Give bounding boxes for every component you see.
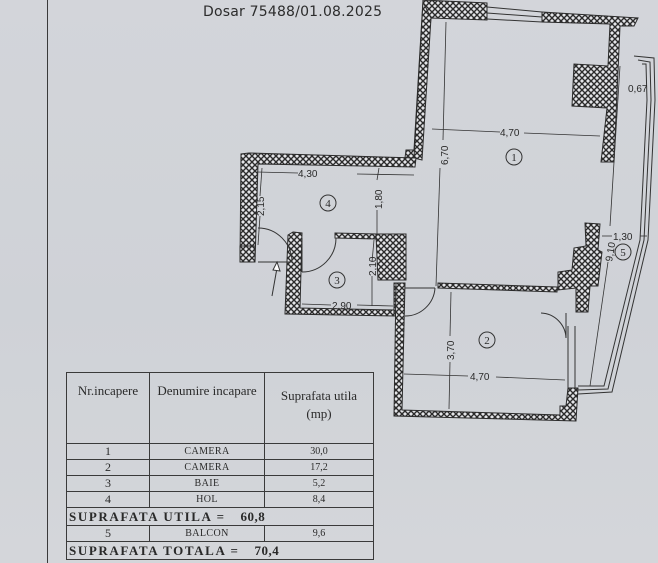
area-table: Nr.incapere Denumire incapare Suprafata …	[66, 372, 374, 560]
total-area-value: 70,4	[254, 543, 280, 558]
paper-edge	[47, 0, 48, 563]
room-3-marker: 3	[328, 271, 346, 289]
dossier-number: Dosar 75488/01.08.2025	[203, 4, 383, 20]
table-header-row: Nr.incapere Denumire incapare Suprafata …	[66, 372, 374, 444]
room1-walls	[404, 0, 639, 163]
dim-room4-length: 1,80	[374, 189, 385, 209]
table-row: 3 BAIE 5,2	[66, 475, 374, 492]
doors	[257, 227, 567, 339]
col-header-area: Suprafata utila (mp)	[264, 372, 374, 444]
table-row: 4 HOL 8,4	[66, 491, 374, 508]
dim-room3-length: 2,10	[368, 256, 379, 276]
dim-room3-width: 2,90	[332, 301, 352, 312]
entry-arrow-icon	[271, 260, 281, 297]
dim-room2-width: 4,70	[470, 372, 490, 383]
room4-walls	[239, 152, 417, 263]
dimension-lines	[256, 21, 647, 410]
svg-text:3: 3	[334, 275, 340, 287]
room-5-marker: 5	[614, 243, 632, 261]
room1-window	[486, 6, 543, 23]
room-2-marker: 2	[478, 331, 496, 349]
dim-room1-length: 6,70	[440, 145, 451, 165]
svg-text:2: 2	[484, 335, 490, 347]
useful-area-value: 60,8	[240, 509, 266, 524]
dim-room4-side: 2,15	[256, 196, 267, 216]
dim-wall-offset: 0,67	[628, 84, 648, 95]
col-header-nr: Nr.incapere	[66, 372, 150, 444]
svg-text:1: 1	[511, 152, 517, 164]
dim-balcony-length: 9,10	[604, 241, 618, 263]
total-area-label: SUPRAFATA TOTALA =	[69, 543, 240, 558]
useful-area-label: SUPRAFATA UTILA =	[69, 509, 226, 524]
svg-text:4: 4	[325, 198, 331, 210]
room-1-marker: 1	[505, 148, 523, 166]
total-area-row: SUPRAFATA TOTALA = 70,4	[66, 541, 374, 560]
svg-text:5: 5	[620, 247, 626, 259]
dim-room1-width: 4,70	[500, 128, 520, 139]
useful-area-total-row: SUPRAFATA UTILA = 60,8	[66, 507, 374, 526]
room2-walls	[393, 282, 579, 422]
room1-room2-wall	[437, 222, 603, 313]
table-row: 1 CAMERA 30,0	[66, 443, 374, 460]
dim-room2-length: 3,70	[446, 340, 457, 360]
dim-room4-width: 4,30	[298, 169, 318, 180]
table-row: 2 CAMERA 17,2	[66, 459, 374, 476]
balcony-outline	[567, 55, 656, 395]
dim-balcony-width: 1,30	[613, 232, 633, 243]
room-4-marker: 4	[319, 194, 337, 212]
col-header-name: Denumire incapare	[149, 372, 265, 444]
table-row-balcony: 5 BALCON 9,6	[66, 525, 374, 542]
